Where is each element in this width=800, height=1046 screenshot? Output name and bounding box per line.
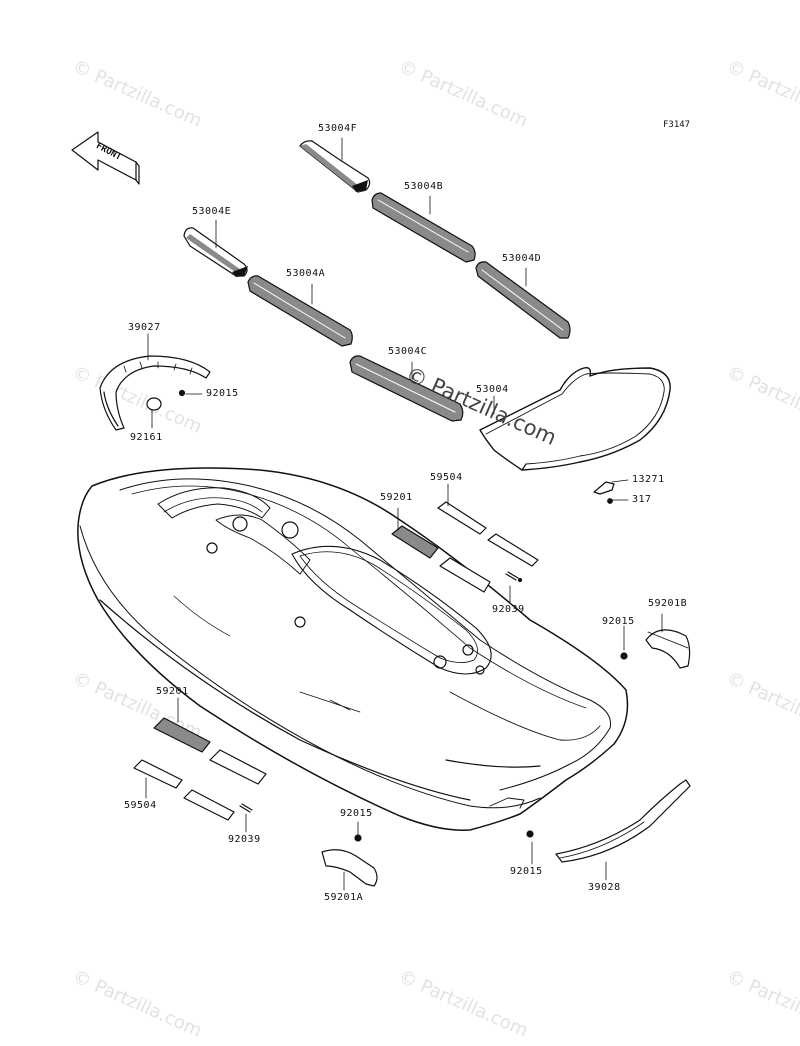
- part-label-59504: 59504: [124, 800, 157, 811]
- nut-317: [607, 498, 613, 504]
- part-label-92015: 92015: [340, 808, 373, 819]
- part-label-59201: 59201: [380, 492, 413, 503]
- part-label-53004d: 53004D: [502, 253, 542, 264]
- grommet-92015: [178, 389, 186, 397]
- part-label-53004: 53004: [476, 384, 509, 395]
- part-label-53004c: 53004C: [388, 346, 428, 357]
- part-label-92015: 92015: [602, 616, 635, 627]
- mat-53004d: [475, 261, 571, 339]
- part-label-53004f: 53004F: [318, 123, 358, 134]
- grommet-92015-right: [620, 652, 628, 660]
- part-label-92015: 92015: [510, 866, 543, 877]
- figure-code: F3147: [663, 120, 691, 130]
- mat-53004: [479, 366, 671, 471]
- bolt-92039-upper: [505, 571, 523, 583]
- part-label-13271: 13271: [632, 474, 665, 485]
- part-label-92161: 92161: [130, 432, 163, 443]
- part-label-92039: 92039: [492, 604, 525, 615]
- part-label-59201: 59201: [156, 686, 189, 697]
- bolt-92039-lower: [239, 803, 253, 813]
- part-label-92015: 92015: [206, 388, 239, 399]
- hull: [77, 467, 629, 831]
- part-label-53004e: 53004E: [192, 206, 232, 217]
- block-59201b: [645, 629, 691, 669]
- guard-39028: [555, 779, 691, 863]
- part-label-39028: 39028: [588, 882, 621, 893]
- mat-53004a: [247, 275, 353, 347]
- block-59201-upper: [391, 525, 491, 593]
- mat-53004b: [371, 192, 476, 263]
- block-59201-lower: [153, 717, 267, 785]
- grommet-92015-rear: [526, 830, 534, 838]
- part-label-53004b: 53004B: [404, 181, 444, 192]
- mat-53004f: [299, 140, 371, 193]
- bracket-13271: [593, 481, 615, 495]
- part-label-59201a: 59201A: [324, 892, 364, 903]
- block-59201a: [321, 849, 378, 887]
- grommet-92015-bottom: [354, 834, 362, 842]
- part-label-59504: 59504: [430, 472, 463, 483]
- part-label-317: 317: [632, 494, 652, 505]
- mat-53004c: [349, 355, 464, 422]
- mat-53004e: [183, 227, 248, 277]
- guard-39027: [99, 355, 211, 431]
- cap-92161: [146, 397, 162, 411]
- part-label-92039: 92039: [228, 834, 261, 845]
- part-label-39027: 39027: [128, 322, 161, 333]
- front-arrow-icon: FRONT: [71, 131, 140, 185]
- part-label-59201b: 59201B: [648, 598, 688, 609]
- rail-59504-upper: [437, 501, 539, 567]
- part-label-53004a: 53004A: [286, 268, 326, 279]
- rail-59504-lower: [133, 759, 235, 821]
